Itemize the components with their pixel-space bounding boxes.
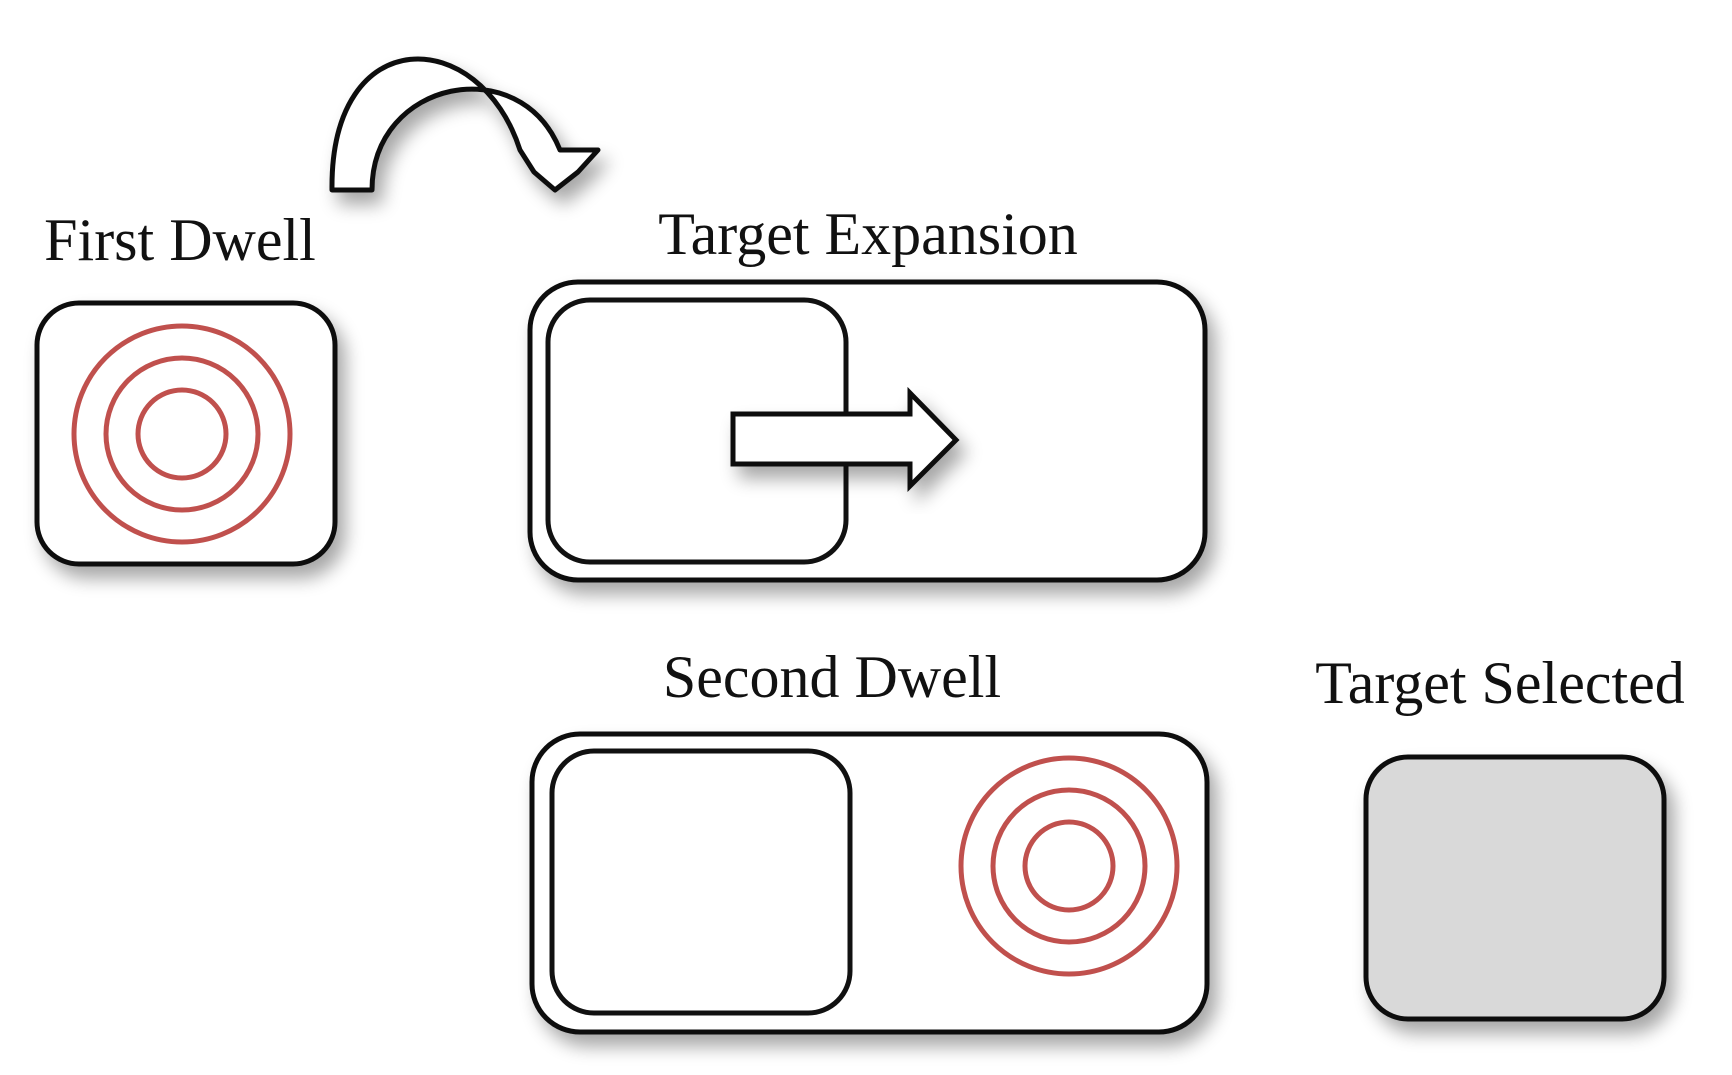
original-target-second [549,748,853,1016]
concentric-rings-icon [71,323,293,545]
selected-target[interactable] [1363,754,1667,1022]
target-expansion-label: Target Expansion [658,201,1078,267]
concentric-rings-icon [958,755,1180,977]
right-arrow-icon [730,386,960,493]
first-dwell-target[interactable] [34,300,338,567]
first-dwell-label: First Dwell [44,207,316,273]
target-selected-label: Target Selected [1315,650,1685,716]
curved-arrow-icon [329,56,601,193]
second-dwell-label: Second Dwell [663,644,1001,710]
